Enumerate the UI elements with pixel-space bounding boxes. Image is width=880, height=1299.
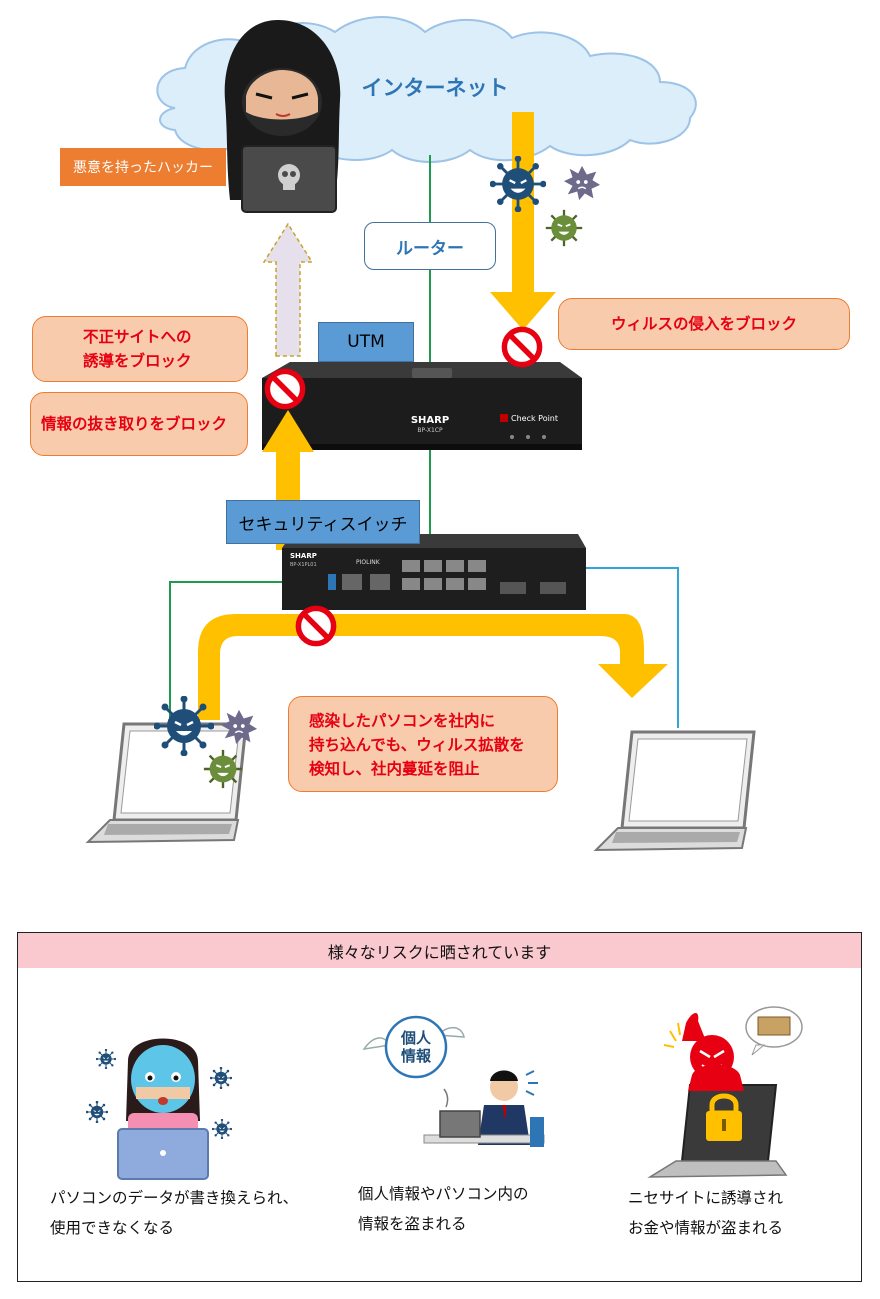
network-diagram: SHARP BP-X1CP Check Point SHARP BP-X1PL0… bbox=[86, 16, 756, 852]
risk-text: 個人情報やパソコン内の bbox=[358, 1185, 529, 1203]
risk-text: 使用できなくなる bbox=[50, 1219, 175, 1237]
callout-info-block: 情報の抜き取りをブロック bbox=[30, 392, 248, 456]
callout-text: 持ち込んでも、ウィルス拡散を bbox=[309, 736, 525, 754]
virus-incoming-arrow bbox=[490, 112, 556, 330]
risk-item-3: ニセサイトに誘導され お金や情報が盗まれる bbox=[628, 1183, 848, 1243]
security-switch-device: SHARP BP-X1PL01 PIOLINK bbox=[282, 534, 586, 610]
utm-device: SHARP BP-X1CP Check Point bbox=[262, 362, 582, 450]
callout-text: 情報の抜き取りをブロック bbox=[41, 415, 228, 433]
risk-text: パソコンのデータが書き換えられ、 bbox=[50, 1189, 299, 1207]
info-badge-text: 個人 bbox=[400, 1029, 432, 1047]
virus-icon bbox=[212, 1119, 232, 1139]
risk-panel: 様々なリスクに晒されています 個人 情報 bbox=[17, 932, 862, 1282]
block-sign-icon bbox=[267, 371, 302, 406]
virus-icon bbox=[86, 1101, 108, 1123]
internet-label: インターネット bbox=[361, 76, 509, 100]
callout-text: 不正サイトへの bbox=[83, 328, 192, 346]
callout-text: 検知し、社内蔓延を阻止 bbox=[309, 760, 480, 778]
info-theft-illustration: 個人 情報 bbox=[362, 1015, 545, 1147]
hacker-label: 悪意を持ったハッカー bbox=[60, 148, 226, 186]
risk-item-2: 個人情報やパソコン内の 情報を盗まれる bbox=[358, 1179, 598, 1239]
risk-text: ニセサイトに誘導され bbox=[628, 1189, 784, 1207]
hacker-figure bbox=[224, 20, 341, 213]
security-switch-label: セキュリティスイッチ bbox=[226, 500, 420, 544]
network-cables bbox=[169, 155, 679, 730]
virus-icon bbox=[154, 696, 214, 756]
callout-site-block: 不正サイトへの 誘導をブロック bbox=[32, 316, 248, 382]
utm-model: BP-X1CP bbox=[417, 427, 443, 434]
risk-text: 情報を盗まれる bbox=[358, 1215, 467, 1233]
utm-label: UTM bbox=[318, 322, 414, 362]
callout-spread-block: 感染したパソコンを社内に 持ち込んでも、ウィルス拡散を 検知し、社内蔓延を阻止 bbox=[288, 696, 558, 792]
info-badge-text: 情報 bbox=[401, 1047, 432, 1065]
switch-partner: PIOLINK bbox=[356, 559, 381, 566]
callout-text: 感染したパソコンを社内に bbox=[309, 712, 496, 730]
block-sign-icon bbox=[298, 608, 333, 643]
callout-text: 誘導をブロック bbox=[83, 352, 192, 370]
virus-icon bbox=[210, 1067, 232, 1089]
outbound-arrow bbox=[262, 410, 314, 550]
internal-spread-arrow bbox=[198, 614, 668, 720]
switch-brand: SHARP bbox=[290, 552, 317, 560]
router-label: ルーター bbox=[364, 222, 496, 270]
utm-partner: Check Point bbox=[511, 414, 558, 423]
risk-header: 様々なリスクに晒されています bbox=[18, 933, 861, 968]
block-sign-icon bbox=[504, 329, 539, 364]
callout-text: ウィルスの侵入をブロック bbox=[610, 315, 797, 333]
phishing-illustration bbox=[647, 1006, 803, 1178]
virus-icon bbox=[563, 165, 601, 201]
virus-icon bbox=[96, 1049, 116, 1069]
data-tampering-illustration bbox=[117, 1038, 209, 1180]
exfiltration-arrow bbox=[262, 222, 314, 357]
utm-brand: SHARP bbox=[411, 415, 449, 426]
switch-model: BP-X1PL01 bbox=[290, 562, 317, 568]
internal-laptop bbox=[594, 730, 756, 852]
callout-virus-block: ウィルスの侵入をブロック bbox=[558, 298, 850, 350]
risk-text: お金や情報が盗まれる bbox=[628, 1219, 784, 1237]
virus-icon bbox=[490, 156, 546, 212]
risk-item-1: パソコンのデータが書き換えられ、 使用できなくなる bbox=[50, 1183, 320, 1243]
virus-icon bbox=[544, 208, 584, 248]
